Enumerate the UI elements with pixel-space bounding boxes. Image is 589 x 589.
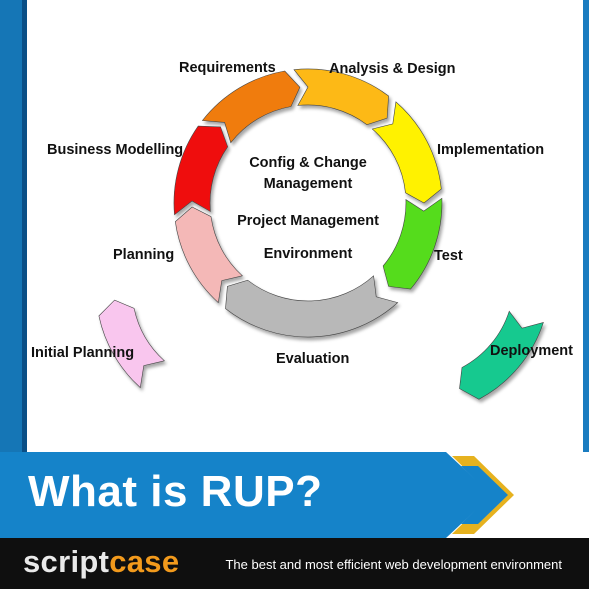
cycle-segment-deployment — [459, 310, 544, 400]
phase-label-business-modelling: Business Modelling — [47, 142, 184, 158]
logo-part-script: script — [23, 544, 110, 579]
cycle-segment-evaluation — [225, 275, 399, 338]
phase-label-test: Test — [434, 248, 463, 264]
center-config-line2: Management — [263, 176, 353, 192]
title-banner — [0, 452, 514, 538]
cycle-segment-test — [382, 197, 443, 290]
banner-title: What is RUP? — [28, 467, 323, 516]
cycle-segment-planning — [174, 206, 244, 304]
right-accent-stripe — [583, 0, 589, 452]
cycle-segment-implementation — [371, 101, 442, 204]
cycle-segment-analysis-design — [293, 68, 389, 126]
logo-part-case: case — [109, 544, 180, 579]
footer-tagline: The best and most efficient web developm… — [225, 557, 562, 572]
cycle-segment-initial-planning — [98, 299, 166, 389]
rup-cycle-diagram — [98, 68, 544, 400]
center-config-line1: Config & Change — [249, 155, 367, 171]
phase-label-planning: Planning — [113, 247, 175, 263]
left-accent-stripe — [0, 0, 22, 452]
phase-label-analysis-design: Analysis & Design — [329, 61, 456, 77]
cycle-segment-requirements — [201, 70, 301, 144]
cycle-segment-business-modelling — [173, 125, 229, 216]
phase-label-evaluation: Evaluation — [276, 351, 350, 367]
footer-bar — [0, 538, 589, 589]
center-project-management: Project Management — [237, 213, 379, 229]
center-environment: Environment — [263, 246, 353, 262]
phase-label-initial-planning: Initial Planning — [31, 345, 135, 361]
scriptcase-logo: scriptcase — [23, 542, 179, 582]
phase-label-requirements: Requirements — [179, 60, 276, 76]
left-accent-stripe-edge — [22, 0, 27, 452]
phase-label-deployment: Deployment — [490, 343, 573, 359]
phase-label-implementation: Implementation — [437, 142, 545, 158]
